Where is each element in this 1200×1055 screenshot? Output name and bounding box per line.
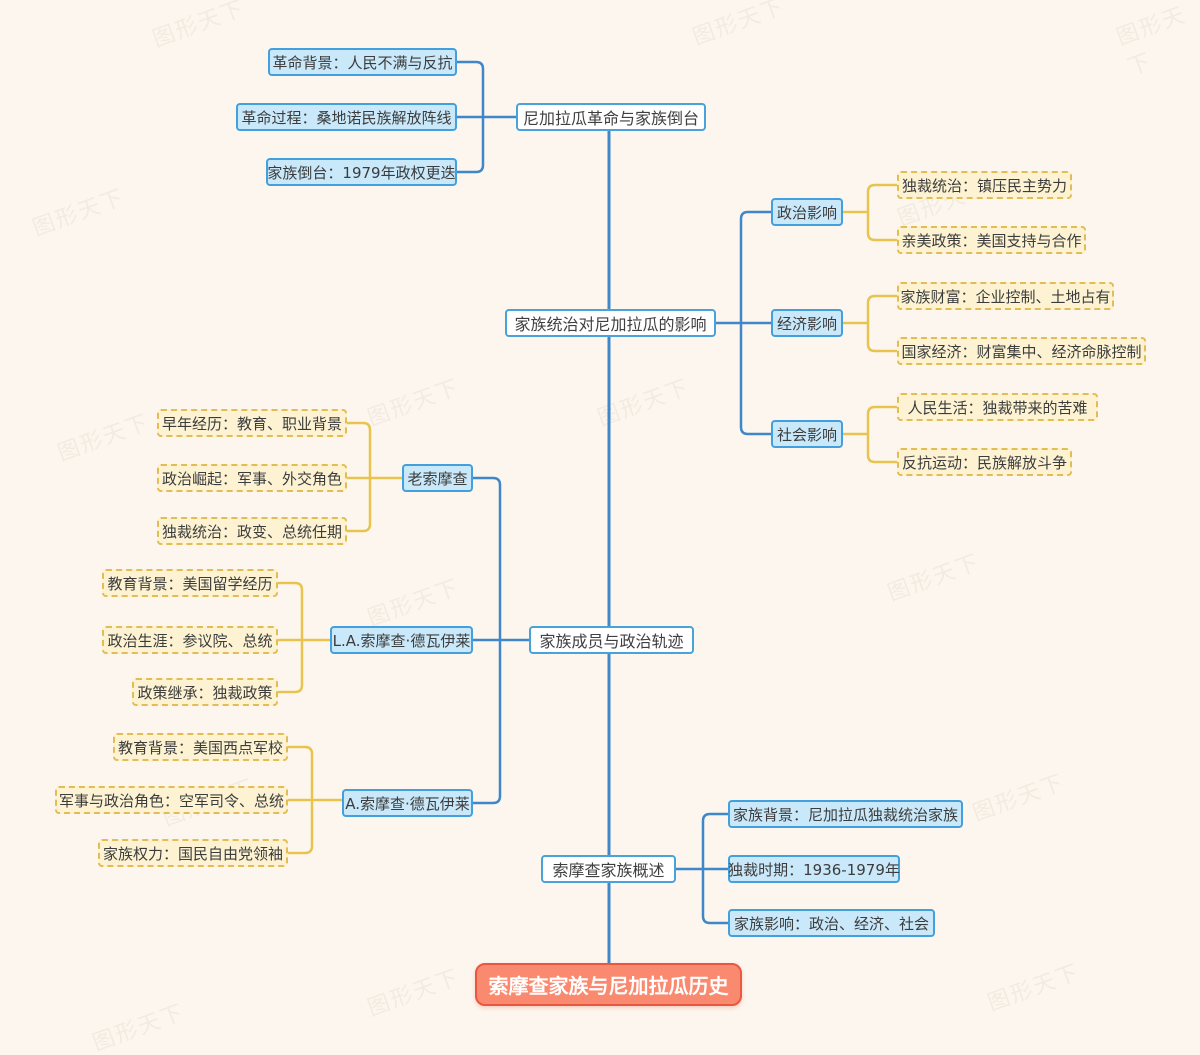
leaf-early-experience[interactable]: 早年经历：教育、职业背景 [157, 409, 347, 437]
connector-economic-bracket [866, 294, 897, 353]
node-economic-influence[interactable]: 经济影响 [771, 309, 843, 337]
node-revolution-background[interactable]: 革命背景：人民不满与反抗 [268, 48, 457, 76]
leaf-family-power[interactable]: 家族权力：国民自由党领袖 [98, 839, 288, 867]
leaf-policy-inheritance[interactable]: 政策继承：独裁政策 [132, 678, 278, 706]
node-revolution-process[interactable]: 革命过程：桑地诺民族解放阵线 [236, 103, 457, 131]
leaf-political-career[interactable]: 政治生涯：参议院、总统 [102, 626, 278, 654]
leaf-family-wealth[interactable]: 家族财富：企业控制、土地占有 [897, 282, 1114, 310]
connector-garcia-bracket [346, 421, 372, 533]
node-luis-somoza-debayle[interactable]: L.A.索摩查·德瓦伊莱 [330, 626, 473, 654]
node-family-impact[interactable]: 家族影响：政治、经济、社会 [728, 909, 935, 937]
connector-influence-bracket [739, 210, 771, 436]
node-somoza-garcia[interactable]: 老索摩查 [402, 464, 473, 492]
leaf-people-life[interactable]: 人民生活：独裁带来的苦难 [897, 393, 1098, 421]
node-anastasio-somoza-debayle[interactable]: A.索摩查·德瓦伊莱 [342, 789, 473, 817]
branch-nicaragua-revolution[interactable]: 尼加拉瓜革命与家族倒台 [516, 103, 706, 131]
node-family-fall[interactable]: 家族倒台：1979年政权更迭 [266, 158, 457, 186]
leaf-dictatorship-suppression[interactable]: 独裁统治：镇压民主势力 [897, 171, 1072, 199]
node-dictatorship-period[interactable]: 独裁时期：1936-1979年 [728, 855, 900, 883]
connector-political-bracket [866, 183, 897, 242]
connector-members-bracket [473, 476, 502, 805]
node-social-influence[interactable]: 社会影响 [771, 420, 843, 448]
leaf-education-west-point[interactable]: 教育背景：美国西点军校 [113, 733, 288, 761]
root-node-somoza-history[interactable]: 索摩查家族与尼加拉瓜历史 [475, 963, 742, 1006]
leaf-dictatorial-rule[interactable]: 独裁统治：政变、总统任期 [157, 517, 347, 545]
node-family-background[interactable]: 家族背景：尼加拉瓜独裁统治家族 [728, 800, 963, 828]
branch-somoza-overview[interactable]: 索摩查家族概述 [541, 855, 676, 883]
leaf-resistance-movement[interactable]: 反抗运动：民族解放斗争 [897, 448, 1072, 476]
leaf-national-economy[interactable]: 国家经济：财富集中、经济命脉控制 [897, 337, 1146, 365]
node-political-influence[interactable]: 政治影响 [771, 198, 843, 226]
connector-luis-bracket [278, 581, 304, 694]
leaf-pro-us-policy[interactable]: 亲美政策：美国支持与合作 [897, 226, 1086, 254]
leaf-military-political-role[interactable]: 军事与政治角色：空军司令、总统 [55, 786, 288, 814]
branch-family-rule-influence[interactable]: 家族统治对尼加拉瓜的影响 [505, 309, 716, 337]
branch-family-members[interactable]: 家族成员与政治轨迹 [529, 626, 694, 654]
connector-anastasio-bracket [288, 745, 314, 855]
leaf-education-us-study[interactable]: 教育背景：美国留学经历 [102, 569, 278, 597]
leaf-political-rise[interactable]: 政治崛起：军事、外交角色 [157, 464, 347, 492]
connector-social-bracket [866, 405, 897, 464]
connector-overview-bracket [701, 812, 728, 925]
